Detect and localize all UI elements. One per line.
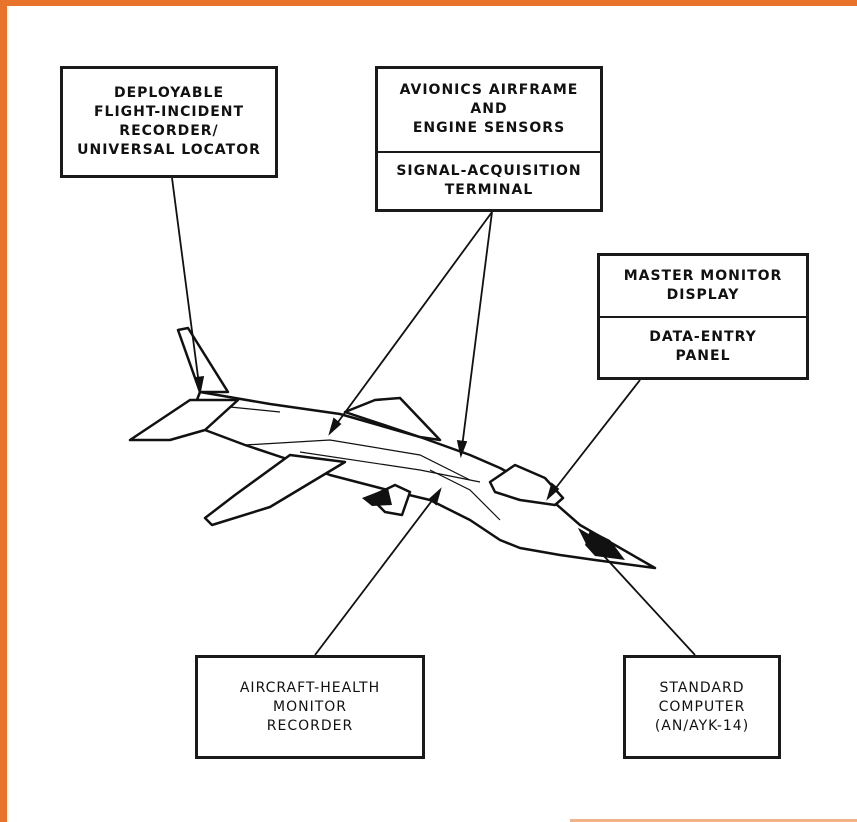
sensors-terminal-box: AVIONICS AIRFRAME AND ENGINE SENSORS SIG… [375, 66, 603, 212]
recorder-line-2: FLIGHT-INCIDENT [93, 104, 245, 120]
aircraft-health-recorder-box: AIRCRAFT-HEALTH MONITOR RECORDER [195, 655, 425, 759]
orange-top-border [0, 0, 857, 6]
fuselage [188, 390, 657, 570]
far-wing [343, 396, 442, 442]
wing-root-shadow [362, 488, 392, 506]
canopy [488, 463, 565, 507]
sensors-line-1: AVIONICS AIRFRAME [399, 82, 579, 99]
orange-left-border [0, 0, 7, 822]
standard-computer-box: STANDARD COMPUTER (AN/AYK-14) [623, 655, 781, 759]
flight-incident-recorder-box: DEPLOYABLE FLIGHT-INCIDENT RECORDER/ UNI… [60, 66, 278, 178]
horizontal-tail [128, 398, 240, 442]
master-monitor-box: MASTER MONITOR DISPLAY DATA-ENTRY PANEL [597, 253, 809, 380]
sensors-line-3: ENGINE SENSORS [412, 120, 566, 137]
vertical-tail [176, 326, 230, 394]
health-line-1: AIRCRAFT-HEALTH [239, 679, 381, 696]
recorder-line-1: DEPLOYABLE [113, 85, 225, 101]
computer-line-2: COMPUTER [658, 698, 746, 715]
sensors-line-2: AND [470, 101, 508, 118]
near-wing [203, 453, 347, 527]
panel-line-1: DATA-ENTRY [649, 329, 757, 346]
recorder-line-4: UNIVERSAL LOCATOR [77, 142, 261, 158]
health-line-3: RECORDER [266, 717, 354, 734]
display-line-2: DISPLAY [666, 286, 740, 303]
health-line-2: MONITOR [273, 698, 347, 715]
terminal-line-2: TERMINAL [444, 181, 534, 198]
nose-radome [585, 530, 625, 560]
panel-line-2: PANEL [675, 348, 731, 365]
bottom-border [570, 819, 857, 822]
recorder-line-3: RECORDER/ [119, 123, 219, 139]
computer-line-1: STANDARD [659, 679, 745, 696]
display-line-1: MASTER MONITOR [623, 267, 783, 284]
terminal-line-1: SIGNAL-ACQUISITION [396, 162, 582, 179]
computer-line-3: (AN/AYK-14) [654, 717, 750, 734]
